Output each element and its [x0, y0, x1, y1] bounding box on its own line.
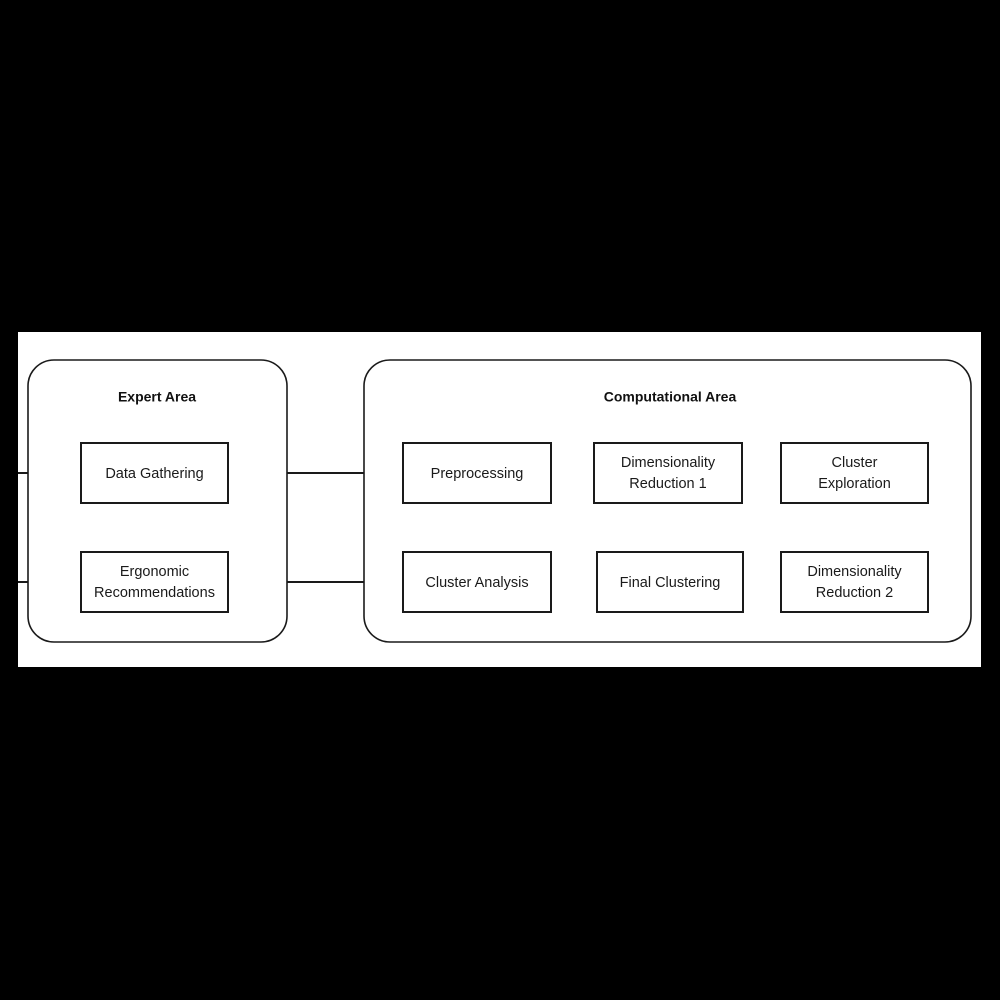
node-cluster-analysis[interactable]: Cluster Analysis: [402, 551, 552, 613]
node-data-gathering[interactable]: Data Gathering: [80, 442, 229, 504]
ergonomic-recommendations-box: [80, 551, 229, 613]
dimensionality-reduction-1-box: [593, 442, 743, 504]
dimensionality-reduction-2-box: [780, 551, 929, 613]
dimensionality-reduction-2-label-line1: Dimensionality: [807, 564, 902, 580]
ergonomic-recommendations-label-line1: Ergonomic: [120, 564, 189, 580]
node-preprocessing[interactable]: Preprocessing: [402, 442, 552, 504]
node-final-clustering[interactable]: Final Clustering: [596, 551, 744, 613]
data-gathering-label: Data Gathering: [105, 466, 203, 482]
data-gathering-box: [80, 442, 229, 504]
dimensionality-reduction-2-label-line2: Reduction 2: [816, 585, 893, 601]
flowchart-svg: Expert Area Computational Area Data Gath…: [18, 359, 972, 643]
diagram-canvas: Expert Area Computational Area Data Gath…: [18, 332, 981, 667]
cluster-exploration-label-line1: Cluster: [832, 455, 878, 471]
final-clustering-box: [596, 551, 744, 613]
expert-area-title: Expert Area: [118, 389, 196, 405]
node-cluster-exploration[interactable]: Cluster Exploration: [780, 442, 929, 504]
node-ergonomic-recommendations[interactable]: Ergonomic Recommendations: [80, 551, 229, 613]
node-dimensionality-reduction-1[interactable]: Dimensionality Reduction 1: [593, 442, 743, 504]
final-clustering-label: Final Clustering: [620, 575, 721, 591]
node-dimensionality-reduction-2[interactable]: Dimensionality Reduction 2: [780, 551, 929, 613]
ergonomic-recommendations-label-line2: Recommendations: [94, 585, 215, 601]
dimensionality-reduction-1-label-line2: Reduction 1: [629, 476, 706, 492]
preprocessing-label: Preprocessing: [431, 466, 524, 482]
dimensionality-reduction-1-label-line1: Dimensionality: [621, 455, 716, 471]
cluster-analysis-label: Cluster Analysis: [425, 575, 528, 591]
cluster-exploration-label-line2: Exploration: [818, 476, 891, 492]
computational-area-title: Computational Area: [604, 389, 737, 405]
cluster-exploration-box: [780, 442, 929, 504]
cluster-analysis-box: [402, 551, 552, 613]
preprocessing-box: [402, 442, 552, 504]
